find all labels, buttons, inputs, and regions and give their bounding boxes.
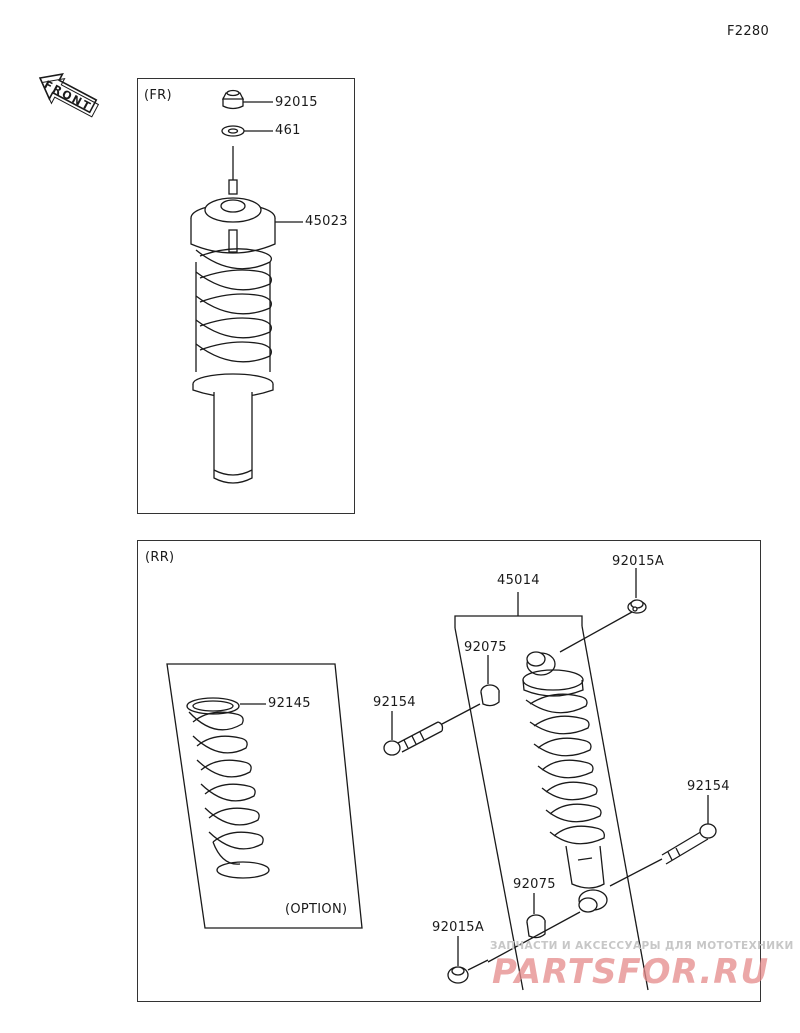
part-label-92154-left[interactable]: 92154	[373, 695, 416, 710]
top-mount-icon	[190, 197, 276, 254]
diagram-id: F2280	[727, 24, 770, 39]
rear-section-box	[137, 540, 761, 1002]
bolt-icon	[383, 721, 444, 756]
nut-icon	[221, 89, 245, 110]
rear-shock-absorber-icon	[522, 669, 605, 889]
front-section-title: (FR)	[144, 88, 172, 103]
part-label-45014[interactable]: 45014	[497, 573, 540, 588]
part-label-92075-top[interactable]: 92075	[464, 640, 507, 655]
part-label-92015a-top[interactable]: 92015A	[612, 554, 665, 569]
part-label-92015a-bottom[interactable]: 92015A	[432, 920, 485, 935]
part-label-92154-right[interactable]: 92154	[687, 779, 730, 794]
flange-nut-icon	[447, 966, 469, 984]
watermark-line1: ЗАПЧАСТИ И АКСЕССУАРЫ ДЛЯ МОТОТЕХНИКИ	[490, 940, 794, 952]
watermark-logo: PARTSFOR.RU	[492, 952, 770, 992]
lower-eye-icon	[578, 889, 608, 913]
part-label-92015[interactable]: 92015	[275, 95, 318, 110]
part-label-45023[interactable]: 45023	[305, 214, 348, 229]
option-box	[166, 663, 363, 929]
washer-icon	[221, 125, 245, 137]
part-label-92075-bottom[interactable]: 92075	[513, 877, 556, 892]
upper-eye-icon	[526, 651, 556, 676]
front-section-box	[137, 78, 355, 514]
flange-nut-icon	[627, 599, 647, 614]
part-label-461[interactable]: 461	[275, 123, 301, 138]
option-label: (OPTION)	[285, 902, 348, 917]
part-label-92145[interactable]: 92145	[268, 696, 311, 711]
collar-bushing-icon	[480, 684, 500, 707]
bolt-icon	[661, 823, 717, 865]
rear-section-title: (RR)	[145, 550, 175, 565]
collar-bushing-icon	[526, 914, 546, 939]
spring-coil-icon	[195, 248, 273, 372]
option-spring-icon	[186, 697, 270, 879]
